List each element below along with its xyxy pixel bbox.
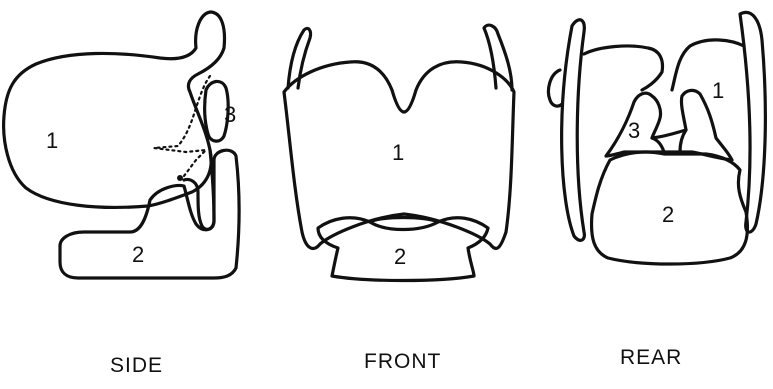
rear-left-bump bbox=[548, 70, 562, 106]
rear-caption: REAR bbox=[620, 346, 682, 369]
side-view: 1 2 3 SIDE bbox=[4, 12, 239, 377]
front-caption: FRONT bbox=[364, 350, 441, 373]
rear-left-thyroid-plate bbox=[584, 46, 662, 90]
side-caption: SIDE bbox=[110, 354, 163, 377]
side-label-cricoid: 2 bbox=[132, 242, 144, 267]
front-label-thyroid: 1 bbox=[392, 140, 404, 165]
side-thyroid-cartilage bbox=[4, 12, 225, 207]
side-joint-point bbox=[177, 175, 183, 181]
front-label-cricoid: 2 bbox=[394, 244, 406, 269]
rear-right-thyroid-plate bbox=[672, 40, 744, 90]
rear-label-arytenoid: 3 bbox=[628, 118, 640, 143]
rear-view: 1 2 3 REAR bbox=[548, 12, 765, 369]
side-label-thyroid: 1 bbox=[46, 128, 58, 153]
side-inferior-horn bbox=[184, 150, 214, 229]
front-view: 1 2 FRONT bbox=[284, 25, 514, 373]
rear-label-thyroid: 1 bbox=[712, 78, 724, 103]
front-cricoid-arch bbox=[370, 218, 438, 223]
rear-label-cricoid: 2 bbox=[662, 202, 674, 227]
rear-left-lamina bbox=[562, 20, 585, 241]
side-label-arytenoid: 3 bbox=[224, 102, 236, 127]
